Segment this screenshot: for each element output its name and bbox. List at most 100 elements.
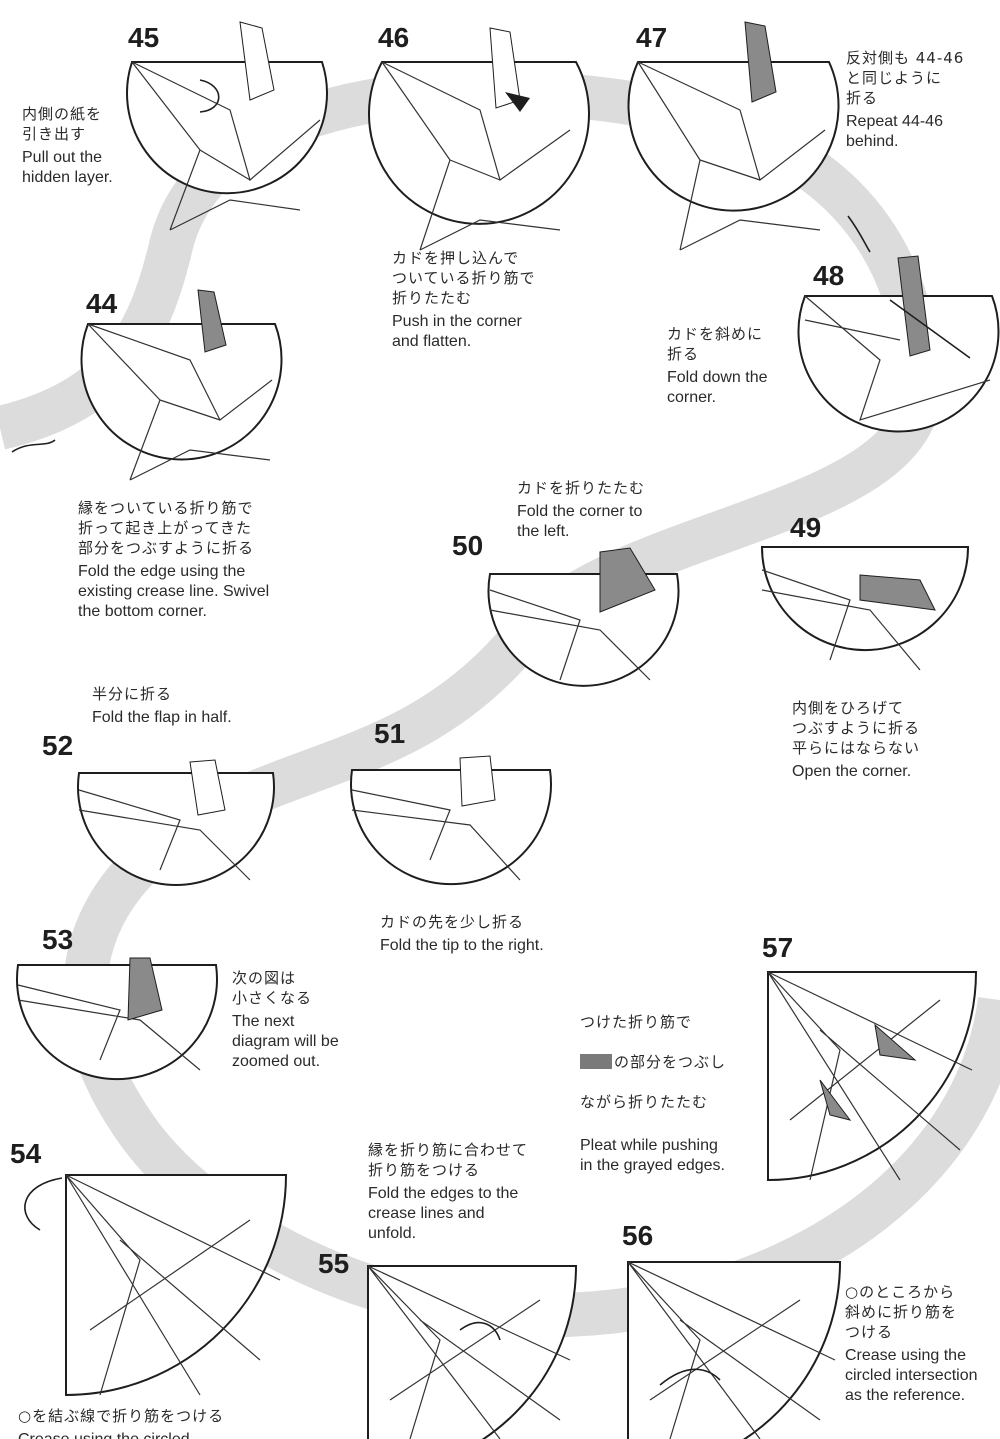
step-number-51: 51 (374, 718, 406, 749)
flap-47 (744, 21, 777, 103)
caption-44-jp: 縁をついている折り筋で 折って起き上がってきた 部分をつぶすように折る (78, 499, 255, 557)
flap-52 (189, 759, 226, 816)
caption-52-en: Fold the flap in half. (92, 709, 232, 726)
panel-50 (487, 573, 680, 687)
caption-45: 内側の紙を 引き出す Pull out the hidden layer. (22, 104, 142, 188)
folds-48 (804, 295, 991, 421)
panel-44 (80, 323, 283, 461)
caption-55-jp: 縁を折り筋に合わせて 折り筋をつける (368, 1141, 529, 1179)
caption-49-jp: 内側をひろげて つぶすように折る 平らにはならない (792, 699, 921, 757)
caption-50-en: Fold the corner to the left. (517, 503, 643, 540)
flap-45 (239, 21, 275, 101)
panel-53 (16, 964, 218, 1081)
folds-52 (78, 789, 251, 881)
caption-56-en: Crease using the circled intersection as… (845, 1347, 978, 1404)
caption-45-en: Pull out the hidden layer. (22, 149, 113, 186)
caption-46-en: Push in the corner and flatten. (392, 313, 522, 350)
step-number-47: 47 (636, 22, 668, 53)
caption-51-jp: カドの先を少し折る (380, 913, 525, 931)
caption-54-jp: ○を結ぶ線で折り筋をつける (18, 1407, 225, 1425)
caption-56-jp: ○のところから 斜めに折り筋を つける (845, 1283, 958, 1341)
flap-48 (897, 255, 931, 357)
panel-57 (767, 971, 978, 1182)
folds-50 (489, 589, 651, 681)
step-number-57: 57 (762, 932, 794, 963)
arrow-56 (659, 1368, 721, 1386)
caption-49: 内側をひろげて つぶすように折る 平らにはならない Open the corne… (792, 698, 972, 782)
caption-53: 次の図は 小さくなる The next diagram will be zoom… (232, 968, 372, 1072)
caption-57-jp-line1: つけた折り筋で (580, 1013, 693, 1031)
step-number-45: 45 (128, 22, 160, 53)
folds-49 (761, 569, 921, 671)
step-number-48: 48 (813, 260, 845, 291)
folds-57 (767, 971, 973, 1181)
caption-47-en: Repeat 44-46 behind. (846, 113, 943, 150)
caption-52-jp: 半分に折る (92, 685, 173, 703)
caption-55: 縁を折り筋に合わせて 折り筋をつける Fold the edges to the… (368, 1140, 578, 1244)
arrow-45 (199, 79, 220, 113)
panel-48 (797, 295, 1000, 433)
caption-57: つけた折り筋で の部分をつぶし ながら折りたたむ Pleat while pus… (580, 992, 760, 1176)
caption-46: カドを押し込んで ついている折り筋で 折りたたむ Push in the cor… (392, 248, 592, 352)
caption-48-en: Fold down the corner. (667, 369, 768, 406)
step-number-55: 55 (318, 1248, 350, 1279)
flap-44 (197, 289, 227, 353)
folds-54 (65, 1174, 281, 1396)
caption-49-en: Open the corner. (792, 763, 912, 780)
caption-46-jp: カドを押し込んで ついている折り筋で 折りたたむ (392, 249, 536, 307)
flap-57b (819, 1079, 852, 1121)
flap-53 (127, 957, 163, 1021)
folds-53 (17, 984, 201, 1071)
folds-45 (131, 61, 321, 231)
caption-50-jp: カドを折りたたむ (517, 479, 646, 497)
panel-46 (368, 61, 590, 225)
arrow-54 (24, 1177, 63, 1231)
step-number-56: 56 (622, 1220, 654, 1251)
step-number-44: 44 (86, 288, 118, 319)
step-number-53: 53 (42, 924, 74, 955)
caption-48: カドを斜めに 折る Fold down the corner. (667, 324, 797, 408)
arrow-into-44 (11, 439, 56, 453)
panel-47 (627, 61, 840, 212)
step-number-52: 52 (42, 730, 74, 761)
arrow-into-48 (847, 215, 871, 253)
step-number-54: 54 (10, 1138, 42, 1169)
panel-56 (627, 1261, 842, 1439)
caption-56: ○のところから 斜めに折り筋を つける Crease using the cir… (845, 1282, 995, 1406)
folds-55 (367, 1265, 571, 1439)
caption-50: カドを折りたたむ Fold the corner to the left. (517, 478, 687, 542)
folds-51 (351, 789, 521, 881)
caption-44: 縁をついている折り筋で 折って起き上がってきた 部分をつぶすように折る Fold… (78, 498, 318, 622)
step-number-46: 46 (378, 22, 410, 53)
caption-55-en: Fold the edges to the crease lines and u… (368, 1185, 519, 1242)
panel-54 (65, 1174, 288, 1397)
gray-swatch (580, 1054, 612, 1069)
flap-50 (599, 547, 656, 613)
caption-44-en: Fold the edge using the existing crease … (78, 563, 270, 620)
arrow-48 (889, 299, 971, 359)
caption-53-jp: 次の図は 小さくなる (232, 969, 313, 1007)
push-arrow-46 (505, 92, 530, 112)
folds-47 (637, 61, 826, 251)
caption-47-jp: 反対側も 44-46 と同じように 折る (846, 49, 965, 107)
caption-47: 反対側も 44-46 と同じように 折る Repeat 44-46 behind… (846, 48, 996, 152)
folds-44 (87, 323, 273, 481)
caption-54: ○を結ぶ線で折り筋をつける Crease using the circled (18, 1406, 318, 1439)
caption-45-jp: 内側の紙を 引き出す (22, 105, 103, 143)
caption-57-jp-line2: の部分をつぶし (614, 1053, 727, 1071)
caption-51-en: Fold the tip to the right. (380, 937, 544, 954)
step-number-50: 50 (452, 530, 484, 561)
caption-57-en: Pleat while pushing in the grayed edges. (580, 1137, 725, 1174)
caption-52: 半分に折る Fold the flap in half. (92, 684, 292, 728)
flap-51 (459, 755, 496, 807)
flap-49 (859, 574, 936, 611)
panel-51 (350, 769, 552, 886)
step-number-49: 49 (790, 512, 822, 543)
caption-53-en: The next diagram will be zoomed out. (232, 1013, 339, 1070)
caption-51: カドの先を少し折る Fold the tip to the right. (380, 912, 600, 956)
panel-55 (367, 1265, 578, 1439)
panel-45 (126, 61, 328, 195)
folds-46 (381, 61, 571, 251)
flap-57a (874, 1023, 917, 1061)
